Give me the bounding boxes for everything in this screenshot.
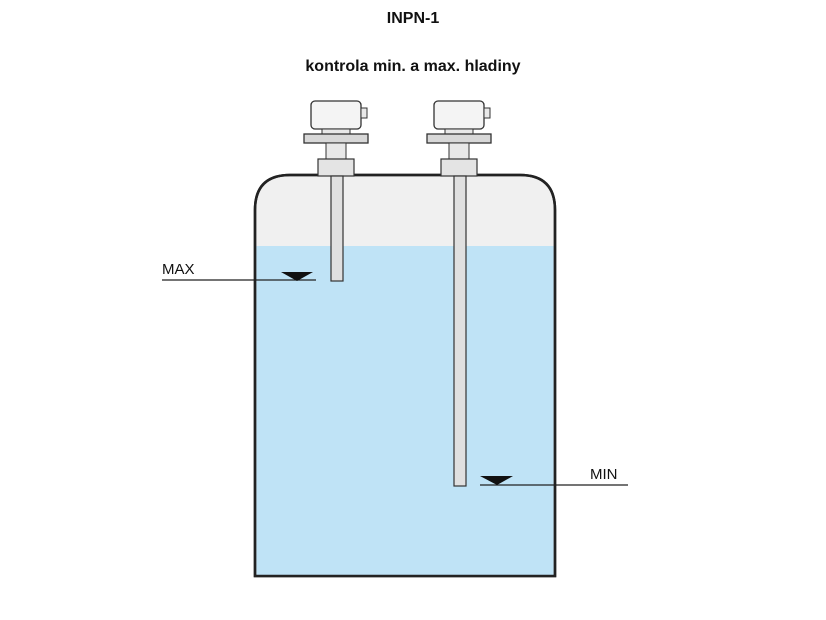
- max-label: MAX: [162, 261, 195, 278]
- min-level-sensor: [426, 100, 492, 487]
- sensor-flange: [303, 133, 369, 144]
- sensor-stem: [325, 142, 347, 160]
- sensor-neck: [444, 128, 474, 135]
- tank-outline: [253, 173, 557, 578]
- min-level-triangle-icon: [480, 476, 513, 485]
- sensor-neck: [321, 128, 351, 135]
- sensor-head: [433, 100, 485, 130]
- sensor-connector: [360, 107, 368, 119]
- sensor-head: [310, 100, 362, 130]
- max-level-sensor: [303, 100, 369, 282]
- diagram-subtitle: kontrola min. a max. hladiny: [305, 58, 521, 75]
- sensor-connector: [483, 107, 491, 119]
- max-level-triangle-icon: [281, 272, 313, 281]
- sensor-nut: [440, 158, 478, 177]
- diagram-title: INPN-1: [386, 10, 440, 27]
- liquid-fill: [256, 246, 554, 575]
- sensor-stem: [448, 142, 470, 160]
- sensor-rod: [453, 175, 467, 487]
- min-label: MIN: [590, 466, 618, 483]
- sensor-rod: [330, 175, 344, 282]
- sensor-flange: [426, 133, 492, 144]
- sensor-nut: [317, 158, 355, 177]
